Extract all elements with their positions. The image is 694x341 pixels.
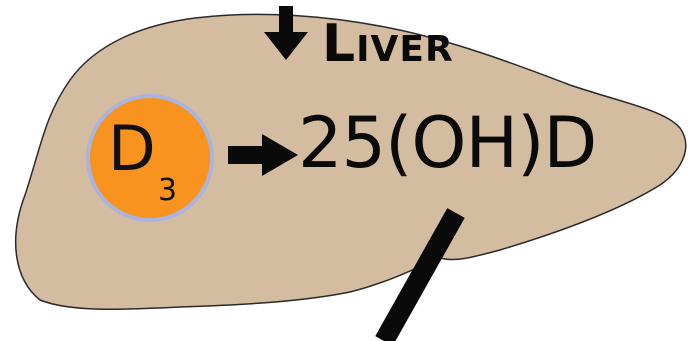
d3-letter: D [108,118,156,180]
d3-subscript: 3 [158,176,177,206]
liver-title-text: Liver [322,14,454,74]
liver-title: Liver [322,18,454,70]
metabolite-label: 25(OH)D [298,108,596,178]
